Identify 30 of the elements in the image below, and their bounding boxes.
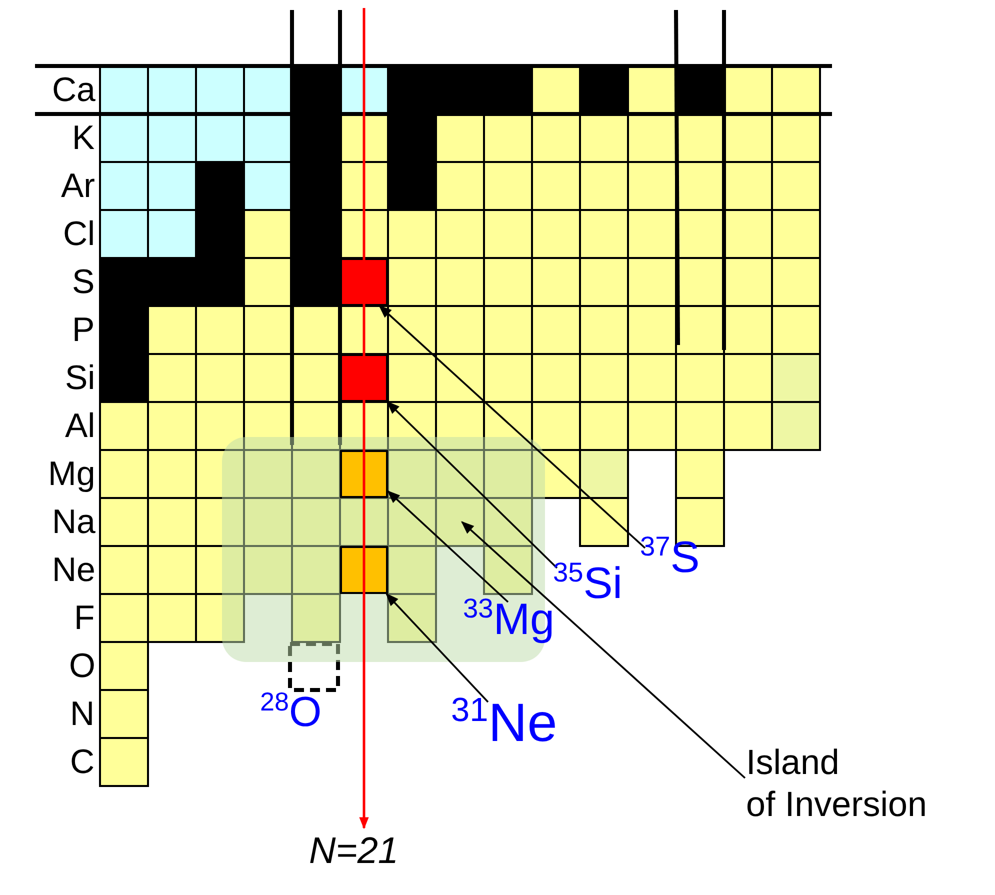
nuclide-cell [340,354,388,402]
isotope-label: $^{28}$O [260,691,322,733]
neutron-number-label: N=21 [309,832,398,868]
element-symbol: N [70,697,95,731]
element-symbol: Cl [63,217,96,251]
nuclide-cell [340,258,388,306]
region-label: Island of Inversion [746,742,927,826]
nuclide-cell [340,546,388,594]
element-symbol: K [72,121,95,155]
element-symbol: Si [65,361,96,395]
nuclide-cell [340,450,388,498]
element-symbol: P [72,313,95,347]
element-symbol: F [74,601,95,635]
element-symbol: Al [65,409,96,443]
element-symbol: Mg [48,457,96,491]
isotope-label: $^{31}$Ne [451,696,558,750]
leader-arrow [378,305,646,549]
leader-arrow [386,593,489,703]
isotope-label: $^{35}$Si [553,562,622,606]
leader-arrow [386,401,558,569]
leader-arrow [461,521,746,779]
element-symbol: C [70,745,95,779]
isotope-label: $^{33}$Mg [463,598,554,642]
element-symbol: Ca [52,73,96,107]
element-symbol: Na [52,505,96,539]
element-symbol: O [69,649,96,683]
element-symbol: Ar [61,169,95,203]
element-symbol: Ne [52,553,96,587]
element-symbol: S [72,265,95,299]
isotope-label: $^{37}$S [640,536,700,580]
